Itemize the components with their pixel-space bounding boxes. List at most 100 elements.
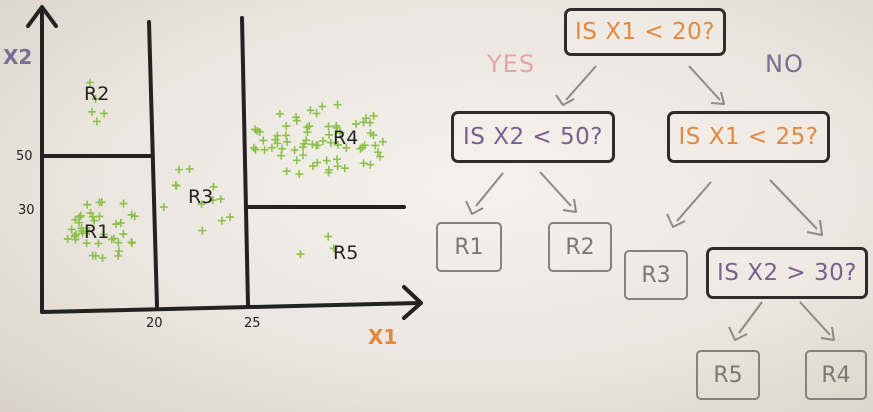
data-point <box>116 218 125 227</box>
data-point <box>67 225 76 234</box>
data-point <box>312 109 321 118</box>
leaf-r5: R5 <box>696 350 760 400</box>
data-point <box>282 122 291 131</box>
data-point <box>198 226 207 235</box>
data-point <box>76 211 85 220</box>
split-line-x1-20 <box>147 20 159 308</box>
arrow-right-to-lower <box>769 179 818 230</box>
data-point <box>99 230 108 239</box>
data-point <box>209 182 218 191</box>
data-point <box>352 119 361 128</box>
yes-label: YES <box>487 50 536 78</box>
x-axis-title: X1 <box>368 325 398 349</box>
arrow-right-to-r3 <box>676 181 712 222</box>
data-point <box>369 111 378 120</box>
data-point <box>91 94 100 103</box>
data-point <box>312 141 321 150</box>
arrow-left-to-r2 <box>539 171 572 207</box>
data-point <box>128 238 137 247</box>
region-label-r1: R1 <box>84 221 110 243</box>
data-point <box>94 239 103 248</box>
leaf-r1: R1 <box>436 222 502 272</box>
data-point <box>300 139 309 148</box>
data-point <box>98 254 107 263</box>
data-points <box>63 78 387 263</box>
x-axis <box>40 301 422 314</box>
data-point <box>324 165 333 174</box>
data-point <box>85 226 94 235</box>
data-point <box>86 209 95 218</box>
arrow-root-to-left <box>565 65 597 101</box>
data-point <box>373 148 382 157</box>
data-point <box>308 140 317 149</box>
data-point <box>275 110 284 119</box>
data-point <box>333 140 342 149</box>
data-point <box>75 218 84 227</box>
data-point <box>306 106 315 115</box>
data-point <box>115 247 124 256</box>
data-point <box>340 164 349 173</box>
data-point <box>360 141 369 150</box>
right-split-node: IS X1 < 25? <box>667 111 830 163</box>
data-point <box>91 251 100 260</box>
root-node: IS X1 < 20? <box>564 8 726 56</box>
data-point <box>197 200 206 209</box>
data-point <box>295 170 304 179</box>
data-point <box>251 145 260 154</box>
data-point <box>325 130 334 139</box>
data-point <box>90 216 99 225</box>
data-point <box>319 136 328 145</box>
leaf-r3: R3 <box>624 250 688 300</box>
region-label-r4: R4 <box>333 127 359 149</box>
data-point <box>259 136 268 145</box>
data-point <box>87 107 96 116</box>
data-point <box>308 162 317 171</box>
data-point <box>267 143 276 152</box>
data-point <box>92 117 101 126</box>
data-point <box>305 122 314 131</box>
y-tick-30: 30 <box>18 203 35 218</box>
data-point <box>324 122 333 131</box>
data-point <box>159 203 168 212</box>
data-point <box>260 145 269 154</box>
data-point <box>95 212 104 221</box>
region-label-r5: R5 <box>333 242 359 264</box>
data-point <box>371 141 380 150</box>
data-point <box>333 162 342 171</box>
data-point <box>324 232 333 241</box>
arrow-left-to-r1 <box>475 172 504 207</box>
data-point <box>72 230 81 239</box>
data-point <box>318 102 327 111</box>
arrow-lower-to-r5 <box>738 301 763 334</box>
data-point <box>366 129 375 138</box>
data-point <box>216 194 225 203</box>
data-point <box>342 143 351 152</box>
data-point <box>290 146 299 155</box>
no-label: NO <box>765 50 804 78</box>
y-axis-arrowhead <box>26 5 58 28</box>
data-point <box>127 210 136 219</box>
split-line-x1-25 <box>240 16 250 307</box>
data-point <box>249 143 258 152</box>
x-axis-arrowhead <box>402 285 423 320</box>
tree-arrows <box>465 65 835 341</box>
data-point <box>185 165 194 174</box>
x-tick-25: 25 <box>244 316 261 331</box>
data-point <box>336 128 345 137</box>
data-point <box>111 220 120 229</box>
data-point <box>208 196 217 205</box>
data-point <box>376 152 385 161</box>
data-point <box>333 100 342 109</box>
data-point <box>361 114 370 123</box>
arrow-root-to-right <box>688 65 721 101</box>
data-point <box>114 238 123 247</box>
data-point <box>217 216 226 225</box>
data-point <box>292 116 301 125</box>
data-point <box>273 131 282 140</box>
lower-split-node: IS X2 > 30? <box>706 247 868 299</box>
region-label-r2: R2 <box>84 83 110 105</box>
data-point <box>114 251 123 260</box>
data-point <box>83 200 92 209</box>
data-point <box>378 137 387 146</box>
data-point <box>329 244 338 253</box>
